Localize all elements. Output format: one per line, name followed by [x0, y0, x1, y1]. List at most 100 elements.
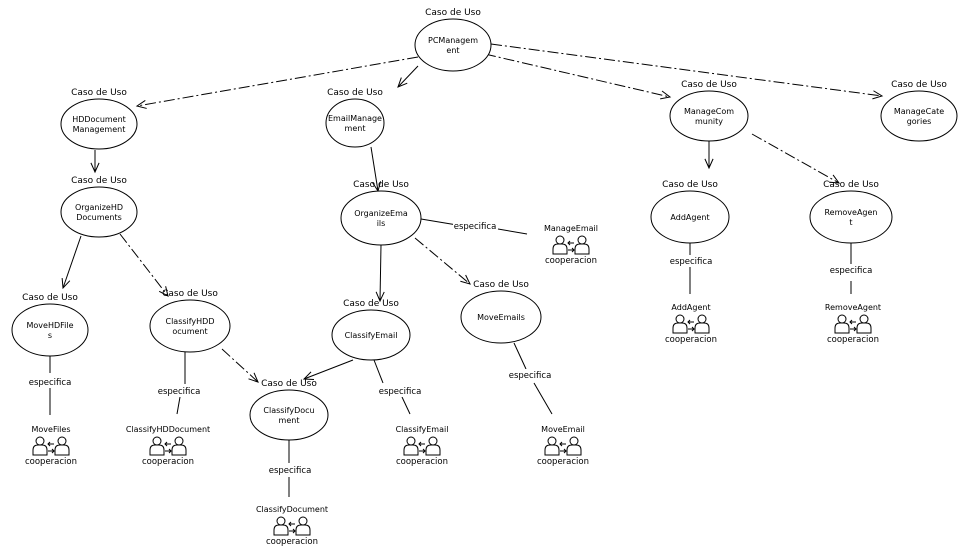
- use-case-name-line: ClassifyEmail: [345, 331, 398, 340]
- actor-icon: [694, 314, 710, 334]
- use-case-ellipse[interactable]: [809, 190, 893, 244]
- actor-icon: [171, 436, 187, 456]
- use-case-ellipse[interactable]: [325, 98, 385, 148]
- link-orgemail-moveemails: [414, 237, 471, 285]
- stereotype-label: Caso de Uso: [22, 293, 78, 303]
- link-pc-comm: [484, 53, 671, 98]
- use-case-name-line: EmailManage: [328, 114, 382, 123]
- use-case-ellipse[interactable]: [650, 190, 730, 244]
- stereotype-label: Caso de Uso: [891, 80, 947, 90]
- cooperation-name: MoveEmail: [541, 425, 585, 434]
- use-case-name-line: Documents: [76, 213, 122, 222]
- actor-icon: [54, 436, 70, 456]
- exchange-arrows-icon: [849, 319, 857, 332]
- arrowhead: [135, 99, 147, 109]
- stereotype-label: Caso de Uso: [71, 176, 127, 186]
- arrowhead: [158, 286, 169, 297]
- use-case-ellipse[interactable]: [880, 90, 958, 142]
- especifica-label: especifica: [158, 387, 201, 397]
- use-case-ellipse[interactable]: [149, 299, 231, 353]
- use-case-ellipse[interactable]: [414, 18, 492, 72]
- actor-icon: [295, 516, 311, 536]
- use-case-name-line: OrganizeHD: [75, 203, 123, 212]
- actor-icon: [32, 436, 48, 456]
- use-case-name-line: MoveHDFile: [26, 321, 73, 330]
- use-case-ellipse[interactable]: [669, 90, 749, 142]
- spec-line-classemail-coop: [401, 396, 411, 415]
- especifica-label: especifica: [830, 266, 873, 276]
- label-background: [157, 385, 201, 397]
- arrowhead: [460, 274, 471, 285]
- label-background: [268, 464, 312, 476]
- cooperation-name: RemoveAgent: [825, 303, 881, 312]
- arrowhead: [61, 277, 71, 290]
- use-case-name-line: MoveEmails: [477, 313, 525, 322]
- use-case-name-line: PCManagem: [428, 36, 478, 45]
- stereotype-label: Caso de Uso: [162, 289, 218, 299]
- use-case-ellipse[interactable]: [340, 190, 422, 246]
- use-case-ellipse[interactable]: [60, 98, 138, 150]
- use-case-ellipse[interactable]: [460, 290, 542, 344]
- stereotype-label: Caso de Uso: [71, 88, 127, 98]
- spec-line-orgemail: [420, 218, 458, 226]
- use-case-name-line: ClassifyDocu: [263, 406, 314, 415]
- actor-icon: [566, 436, 582, 456]
- use-case-name-line: OrganizeEma: [354, 209, 408, 218]
- especifica-label: especifica: [670, 257, 713, 267]
- link-pc-email: [397, 65, 419, 88]
- use-case-ellipse[interactable]: [249, 389, 329, 441]
- label-background: [669, 255, 713, 267]
- stereotype-label: Caso de Uso: [353, 180, 409, 190]
- cooperation-name: ClassifyHDDocument: [126, 425, 210, 434]
- link-pc-hdd: [136, 56, 419, 107]
- label-background: [508, 369, 552, 381]
- exchange-arrows-icon: [559, 441, 567, 454]
- cooperations: ManageEmailcooperacionAddAgentcooperacio…: [25, 224, 881, 547]
- spec-line-moveemails-coop: [533, 382, 553, 415]
- spec-line-classhdd-coop: [176, 396, 181, 415]
- label-background: [378, 385, 422, 397]
- stereotype-label: Caso de Uso: [662, 180, 718, 190]
- use-case-ellipse[interactable]: [60, 186, 138, 238]
- arrowhead: [704, 158, 714, 170]
- cooperation-name: MoveFiles: [31, 425, 70, 434]
- use-case-name-line: s: [48, 331, 52, 340]
- exchange-arrows-icon: [47, 441, 55, 454]
- cooperation-name: ClassifyDocument: [256, 505, 328, 514]
- arrowhead: [90, 162, 100, 174]
- cooperation-classhdd_c[interactable]: ClassifyHDDocument cooperacion: [126, 425, 210, 467]
- use-case-ellipse[interactable]: [11, 303, 89, 357]
- actor-icon: [574, 235, 590, 255]
- arrowhead: [302, 371, 315, 381]
- cooperation-label: cooperacion: [142, 457, 194, 467]
- cooperation-label: cooperacion: [396, 457, 448, 467]
- especifica-label: especifica: [454, 222, 497, 232]
- actor-icon: [856, 314, 872, 334]
- stereotype-label: Caso de Uso: [327, 88, 383, 98]
- arrowhead: [397, 77, 408, 88]
- spec-line-classemail: [373, 359, 384, 384]
- use-case-ellipse[interactable]: [331, 309, 411, 361]
- cooperation-name: AddAgent: [671, 303, 710, 312]
